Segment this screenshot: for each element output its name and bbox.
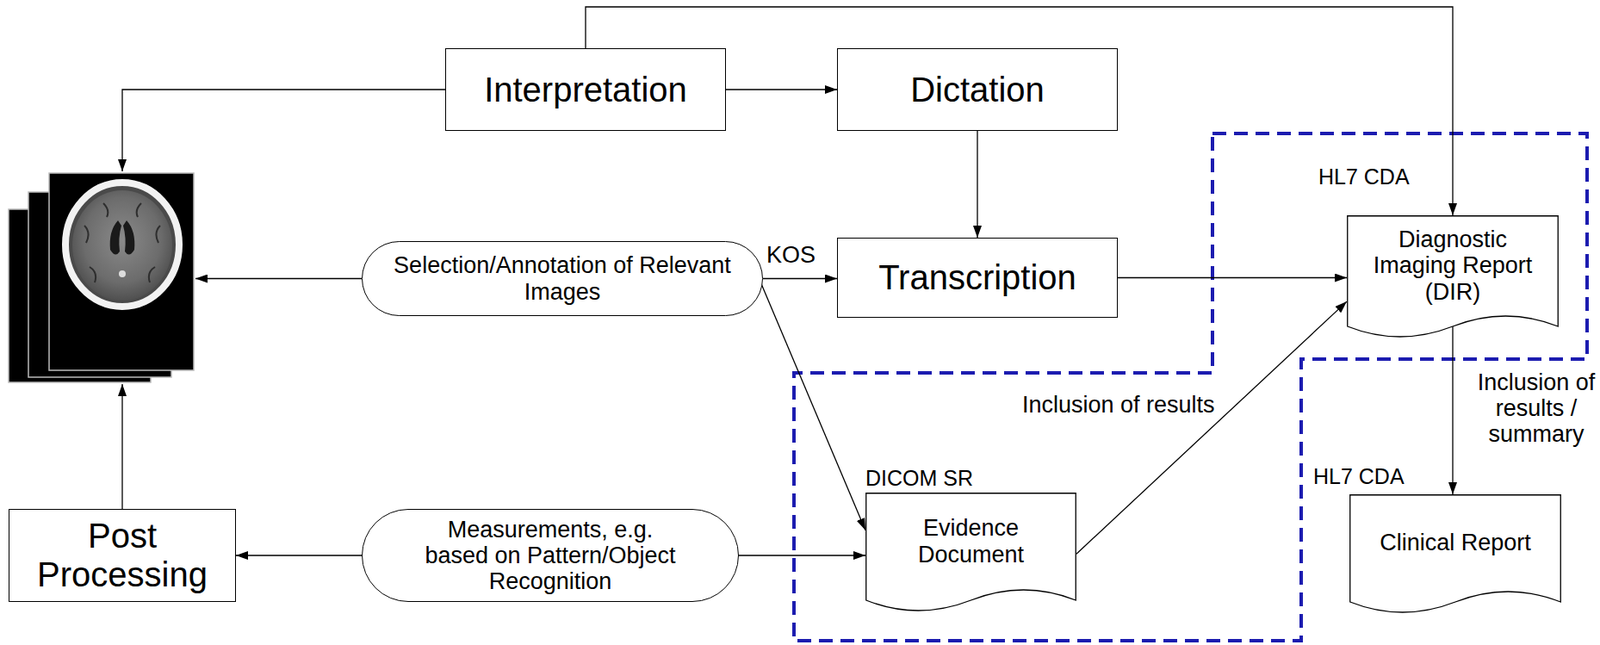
- process-box: Interpretation: [445, 48, 726, 131]
- text-block: Interpretation: [483, 70, 688, 110]
- image-arrow: [121, 384, 123, 509]
- edge-label: Inclusion of results / summary: [1474, 369, 1599, 448]
- node-label: Measurements, e.g. based on Pattern/Obje…: [419, 516, 683, 596]
- document-shape: Evidence DocumentDICOM SR: [865, 492, 1077, 611]
- document-outline-path: [1347, 216, 1559, 337]
- flow-arrow: [738, 554, 866, 556]
- node-label: Diagnostic Imaging Report (DIR): [1360, 226, 1546, 305]
- flow-arrow: [1076, 301, 1347, 554]
- text-block: Clinical Report: [1379, 529, 1532, 556]
- image-arrow: [122, 89, 446, 172]
- node-label: Evidence Document: [885, 514, 1058, 567]
- edge-label: Inclusion of results: [1020, 391, 1217, 418]
- text-block: Measurements, e.g. based on Pattern/Obje…: [419, 516, 683, 596]
- text-block: Diagnostic Imaging Report (DIR): [1360, 226, 1546, 305]
- text-block: Selection/Annotation of Relevant Images: [385, 252, 739, 304]
- action-pill: Measurements, e.g. based on Pattern/Obje…: [361, 508, 739, 602]
- flow-arrow: [762, 278, 838, 280]
- document-outline-path: [1350, 495, 1562, 613]
- edge-label: KOS: [764, 241, 818, 268]
- brain: [72, 190, 173, 301]
- ventricle: [110, 220, 122, 255]
- text-block: Post Processing: [18, 516, 226, 595]
- sulci: [84, 203, 161, 283]
- flow-arrow: [1117, 277, 1347, 279]
- dashed-region: [793, 133, 1588, 641]
- node-label: Selection/Annotation of Relevant Images: [385, 252, 739, 304]
- action-pill: Selection/Annotation of Relevant Images: [361, 241, 763, 317]
- node-label: Clinical Report: [1379, 529, 1532, 556]
- document-shape: Diagnostic Imaging Report (DIR)HL7 CDA: [1346, 215, 1559, 337]
- node-label: Transcription: [878, 258, 1077, 298]
- process-box: Transcription: [837, 237, 1118, 318]
- image-frame: [49, 173, 194, 371]
- skull: [65, 182, 180, 307]
- text-block: Dictation: [910, 70, 1045, 110]
- ventricle: [123, 220, 135, 255]
- text-block: Transcription: [878, 258, 1077, 298]
- format-label: HL7 CDA: [1313, 465, 1405, 490]
- flow-arrow: [235, 554, 362, 556]
- format-label: HL7 CDA: [1318, 165, 1410, 190]
- flow-arrow: [761, 284, 866, 531]
- node-label: Post Processing: [18, 516, 226, 595]
- calcification: [118, 270, 126, 278]
- text-block: Evidence Document: [885, 514, 1058, 567]
- image-arrow: [195, 278, 362, 280]
- node-label: Dictation: [910, 70, 1045, 110]
- process-box: Dictation: [837, 48, 1118, 131]
- format-label: DICOM SR: [865, 466, 974, 491]
- flow-arrow: [725, 88, 838, 90]
- process-box: Post Processing: [8, 508, 236, 602]
- flow-arrow: [1451, 326, 1453, 495]
- flow-arrow: [976, 130, 978, 238]
- document-shape: Clinical ReportHL7 CDA: [1349, 494, 1562, 613]
- node-label: Interpretation: [483, 70, 688, 110]
- document-outline-path: [866, 493, 1077, 611]
